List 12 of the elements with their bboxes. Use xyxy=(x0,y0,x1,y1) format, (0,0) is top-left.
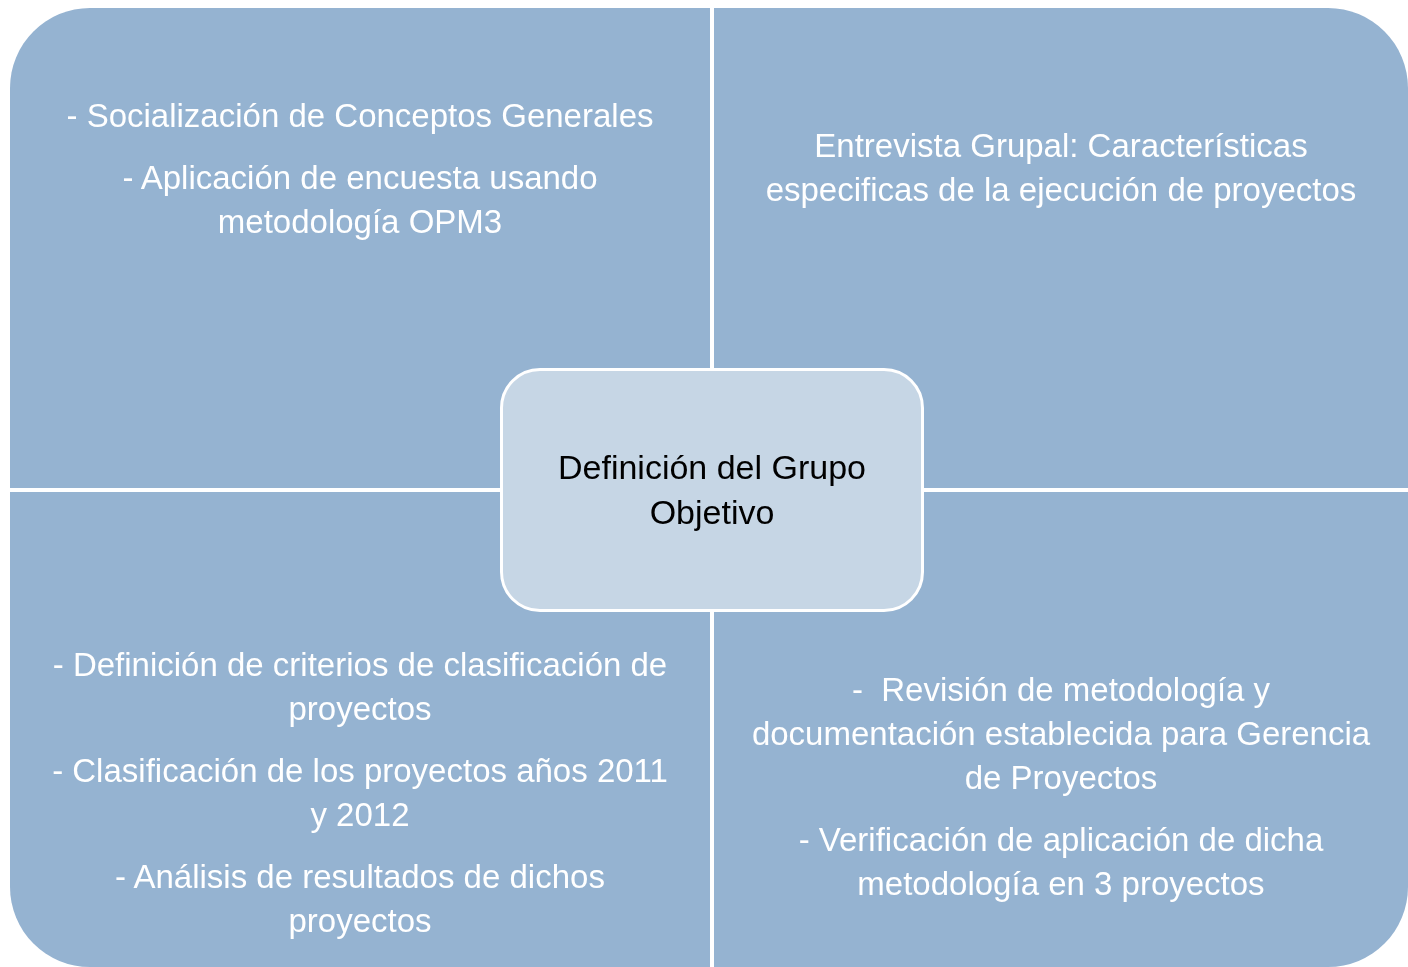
quadrant-text: - Análisis de resultados de dichos proyectos xyxy=(114,857,606,941)
quadrant-text: - Socialización de Conceptos Generales xyxy=(66,96,654,136)
quadrant-text: - Clasificación de los proyectos años 2011 y 2012 xyxy=(51,751,669,835)
quadrant-panel xyxy=(10,8,710,488)
center-text: Definición del Grupo Objetivo xyxy=(556,447,868,533)
center-box xyxy=(500,368,924,612)
quadrant-text: - Verificación de aplicación de dicha metodología en 3 proyectos xyxy=(797,820,1325,904)
quadrant-text: - Definición de criterios de clasificación de proyectos xyxy=(51,645,669,729)
quadrant-text: - Revisión de metodología y documentación establecida para Gerencia de Proyectos xyxy=(750,670,1372,798)
quadrant-text: - Aplicación de encuesta usando metodología OPM3 xyxy=(121,158,599,242)
quadrant-panel xyxy=(714,8,1408,488)
quadrant-text: Entrevista Grupal: Características especificas de la ejecución de proyectos xyxy=(764,126,1358,210)
